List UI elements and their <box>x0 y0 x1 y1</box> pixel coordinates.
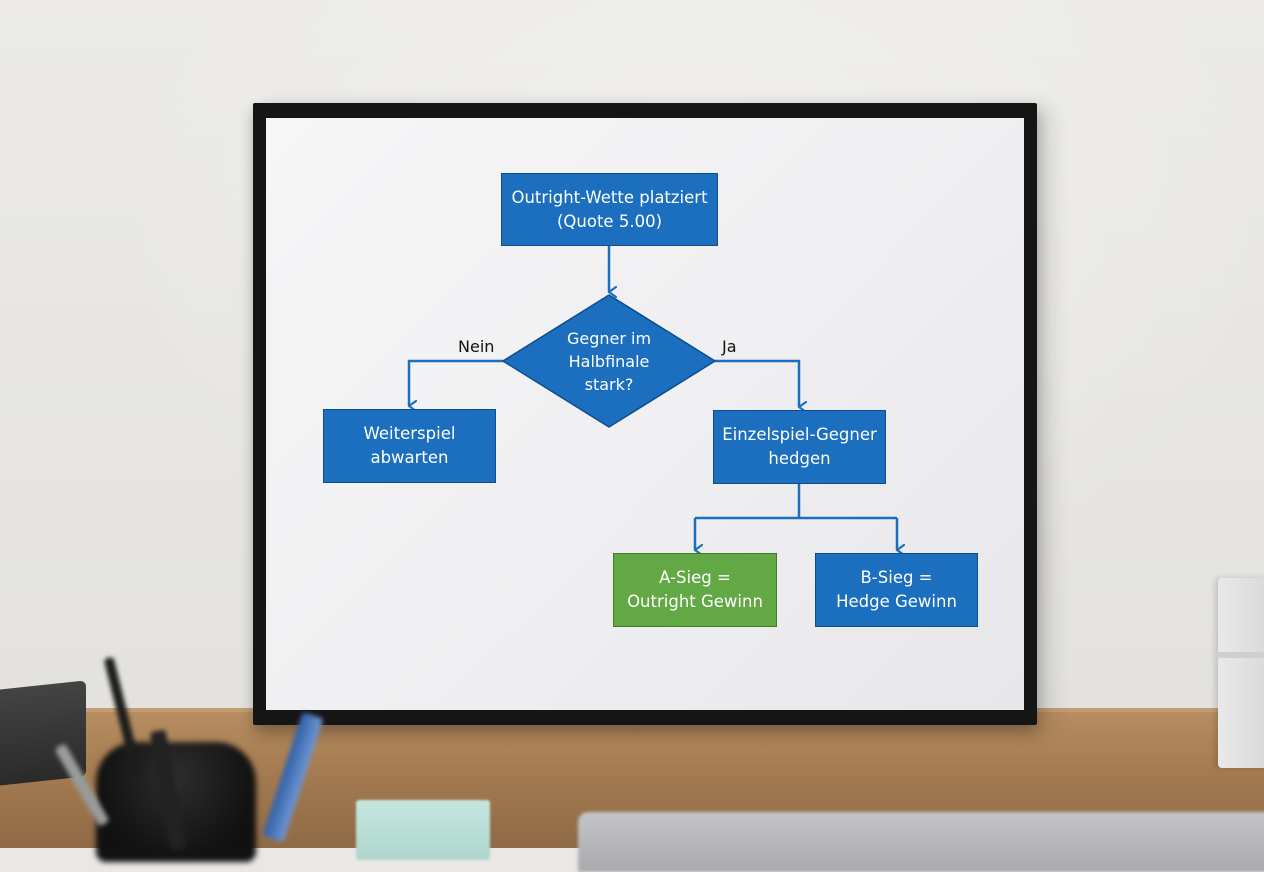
edge-label-no: Nein <box>458 337 495 356</box>
storage-box-right <box>1218 578 1264 768</box>
node-hedge-line-1: Einzelspiel-Gegner <box>722 425 877 444</box>
node-start: Outright-Wette platziert (Quote 5.00) <box>501 173 718 246</box>
connector-decision-hedge <box>714 359 799 407</box>
node-a-win: A-Sieg = Outright Gewinn <box>613 553 777 627</box>
node-decision-label: Gegner im Halbfinale stark? <box>530 327 688 396</box>
connector-decision-wait <box>407 359 505 406</box>
node-start-line-1: Outright-Wette platziert <box>511 187 708 207</box>
flowchart-connectors <box>407 246 1264 848</box>
edge-label-yes: Ja <box>722 337 737 356</box>
node-hedge-line-2: hedgen <box>768 449 831 468</box>
node-wait: Weiterspiel abwarten <box>323 409 496 483</box>
laptop <box>578 812 1264 872</box>
node-start-line-2: (Quote 5.00) <box>556 211 663 231</box>
node-decision-line-2: Halbfinale <box>568 352 650 371</box>
node-b-win-line-1: B-Sieg = <box>860 568 933 587</box>
sticky-notes <box>356 800 490 860</box>
node-a-win-line-1: A-Sieg = <box>659 568 731 587</box>
node-decision-line-1: Gegner im <box>566 329 652 348</box>
node-wait-line-1: Weiterspiel <box>363 424 456 443</box>
node-a-win-line-2: Outright Gewinn <box>627 592 763 611</box>
node-hedge: Einzelspiel-Gegner hedgen <box>713 410 886 484</box>
node-b-win-line-2: Hedge Gewinn <box>836 592 957 611</box>
decision-diamond <box>501 294 717 428</box>
storage-box-lid <box>1216 652 1264 658</box>
node-decision-line-3: stark? <box>584 375 634 394</box>
node-b-win: B-Sieg = Hedge Gewinn <box>815 553 978 627</box>
node-wait-line-2: abwarten <box>370 448 449 467</box>
